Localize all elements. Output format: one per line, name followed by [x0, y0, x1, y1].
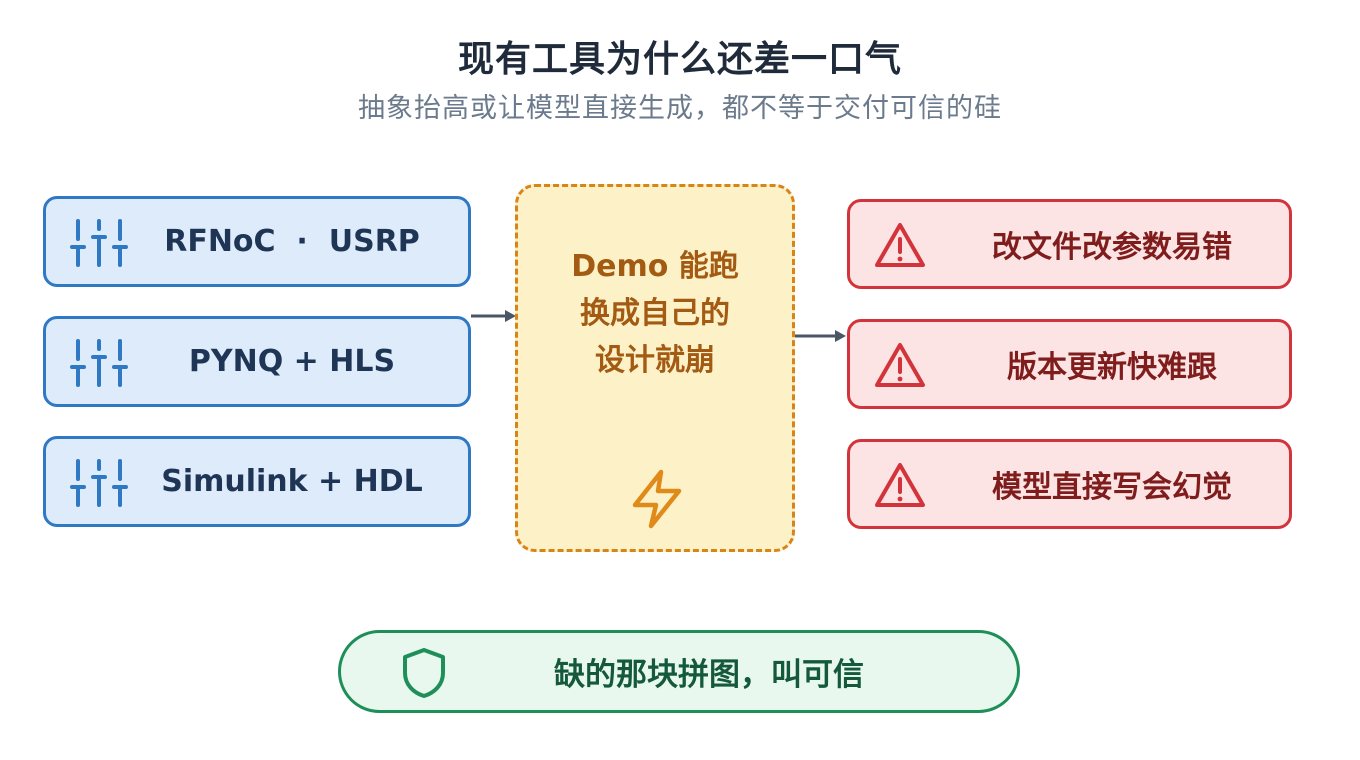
issue-label: 模型直接写会幻觉 [992, 470, 1232, 505]
tool-label: RFNoC · USRP [164, 224, 420, 259]
center-demo-box: Demo 能跑 换成自己的 设计就崩 [515, 184, 795, 552]
sliders-icon [70, 219, 128, 267]
page-subtitle: 抽象抬高或让模型直接生成，都不等于交付可信的硅 [358, 93, 1002, 124]
issue-label: 版本更新快难跟 [1007, 350, 1217, 385]
lightning-icon [632, 469, 682, 529]
issue-box-params: 改文件改参数易错 [847, 199, 1292, 289]
issue-box-versions: 版本更新快难跟 [847, 319, 1292, 409]
trust-banner: 缺的那块拼图，叫可信 [338, 630, 1020, 713]
tool-label: PYNQ + HLS [188, 344, 396, 379]
trust-label: 缺的那块拼图，叫可信 [554, 657, 864, 693]
tool-box-simulink: Simulink + HDL [43, 436, 471, 527]
issue-box-hallucination: 模型直接写会幻觉 [847, 439, 1292, 529]
center-line-2: 换成自己的 [580, 296, 730, 331]
arrow-right-icon [795, 330, 846, 342]
arrow-right-icon [471, 310, 516, 322]
warning-icon [875, 223, 925, 267]
center-line-1: Demo 能跑 [571, 249, 739, 284]
sliders-icon [70, 459, 128, 507]
center-text: Demo 能跑 换成自己的 设计就崩 [518, 243, 792, 384]
issue-label: 改文件改参数易错 [992, 230, 1232, 265]
shield-icon [403, 648, 445, 698]
warning-icon [875, 463, 925, 507]
tool-box-rfnoc: RFNoC · USRP [43, 196, 471, 287]
tool-box-pynq: PYNQ + HLS [43, 316, 471, 407]
warning-icon [875, 343, 925, 387]
sliders-icon [70, 339, 128, 387]
tool-label: Simulink + HDL [161, 464, 423, 499]
page-title: 现有工具为什么还差一口气 [457, 39, 902, 80]
center-line-3: 设计就崩 [595, 343, 715, 378]
